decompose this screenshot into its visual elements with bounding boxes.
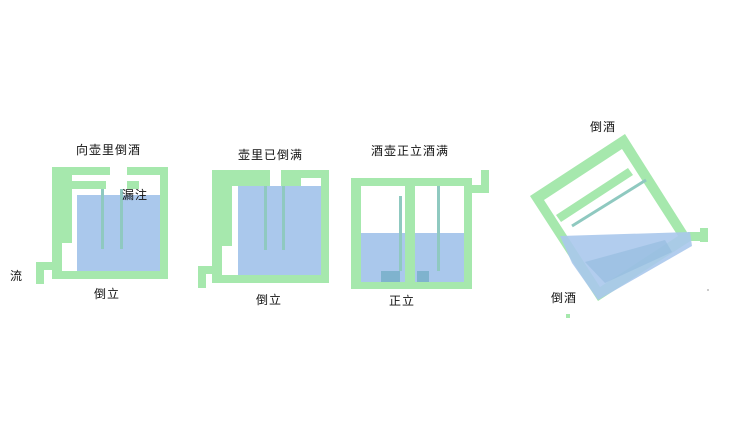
panel-2-caption: 倒立: [256, 293, 283, 307]
panel-4-spout-lip: [700, 228, 708, 242]
panel-2-tube-right: [282, 186, 285, 250]
panel-4-liquid-inner: [585, 240, 672, 283]
panel-3-pot: [351, 170, 489, 289]
panel-4-pot: [530, 134, 709, 318]
panel-2-right-wall: [321, 170, 329, 283]
panel-2-left-wall: [212, 170, 222, 283]
panel-1-lip-right: [127, 181, 139, 189]
panel-4-baffle: [556, 168, 633, 222]
panel-1-tube-left: [101, 189, 104, 249]
panel-1-base: [52, 271, 168, 279]
panel-1-pot: [36, 167, 168, 284]
panel-3-left-wall: [351, 178, 361, 289]
panel-3-top: [351, 178, 472, 186]
panel-3-sediment-right: [417, 271, 429, 282]
panel-1-outlet-label: 流: [10, 269, 24, 283]
panel-3-sediment-left: [381, 271, 400, 282]
panel-3-tube-left: [399, 196, 402, 271]
panel-3-title: 酒壶正立酒满: [371, 144, 450, 158]
panel-2-lip-right: [281, 178, 301, 186]
panel-2-tube-left: [264, 186, 267, 250]
panel-1-top-left: [52, 167, 110, 175]
panel-2-spout-top: [198, 266, 222, 274]
panel-1-liquid: [77, 195, 160, 271]
panel-2-top-left: [212, 170, 270, 178]
panel-1-inlet-label: 漏注: [122, 188, 149, 202]
panel-1-shoulder-left: [62, 175, 72, 243]
panel-1-spout-side: [36, 262, 44, 284]
panel-2-pot: [198, 170, 329, 288]
panel-1-spout-top: [36, 262, 60, 270]
panel-1-lip-left: [72, 181, 106, 189]
panel-1-title: 向壶里倒酒: [76, 143, 142, 157]
panel-2-title: 壶里已倒满: [238, 148, 304, 162]
panel-3-spout-side: [481, 170, 489, 193]
panel-1-top-right: [127, 167, 168, 175]
panel-2-shoulder-left: [222, 178, 232, 246]
panel-1-caption: 倒立: [94, 287, 121, 301]
panel-1-right-wall: [160, 167, 168, 279]
panel-1-tube-right: [120, 189, 123, 249]
panel-4-spout: [688, 232, 708, 241]
panel-4-title: 倒酒: [590, 120, 617, 134]
panel-2-liquid: [238, 186, 321, 275]
panel-4-caption: 倒酒: [551, 291, 578, 305]
panel-3-tube-right: [437, 186, 440, 271]
panel-3-base: [351, 282, 472, 289]
panel-1-left-wall: [52, 167, 62, 279]
panel-2-lip-left: [232, 178, 270, 186]
panel-4-speck: [707, 289, 709, 291]
panel-3-caption: 正立: [389, 294, 416, 308]
panel-2-top-right: [281, 170, 329, 178]
panel-3-divider: [405, 186, 415, 282]
panel-2-spout-side: [198, 266, 206, 288]
panel-2-base: [212, 275, 329, 283]
panel-3-spout-top: [464, 185, 488, 193]
panel-4-drop: [566, 314, 570, 318]
panel-3-right-wall: [464, 178, 472, 289]
panel-4-tube: [571, 178, 647, 228]
